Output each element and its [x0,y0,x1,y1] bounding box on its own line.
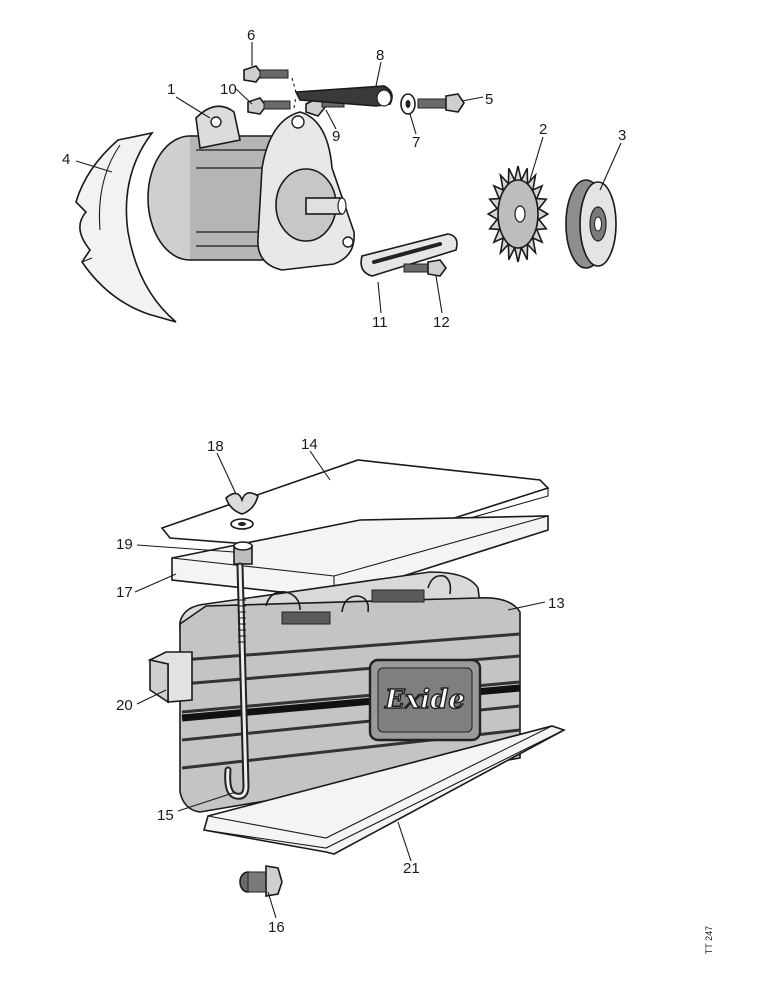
bolt-6 [243,65,289,83]
cooling-fan [486,165,550,263]
callout-10: 10 [220,81,237,98]
callout-2: 2 [539,121,547,138]
callout-12: 12 [433,314,450,331]
callout-1: 1 [167,81,175,98]
callout-3: 3 [618,127,626,144]
drain-plug [239,865,283,897]
callout-15: 15 [157,807,174,824]
reference-code: TT 247 [704,926,714,954]
slotted-link [360,233,458,277]
callout-11: 11 [372,314,388,331]
bolt-12 [403,259,447,277]
callout-5: 5 [485,91,493,108]
j-bolt [224,562,250,800]
battery-assembly: Exide [147,459,567,897]
callout-18: 18 [207,438,224,455]
callout-19: 19 [116,536,133,553]
callout-21: 21 [403,860,420,877]
battery-clamp-frame [171,515,549,599]
wing-nut [225,492,259,530]
callout-9: 9 [332,128,340,145]
callout-14: 14 [301,436,318,453]
callout-8: 8 [376,47,384,64]
callout-7: 7 [412,134,420,151]
alternator-assembly [75,65,617,323]
callout-4: 4 [62,151,70,168]
callout-13: 13 [548,595,565,612]
alternator-body [147,105,355,271]
callout-20: 20 [116,697,133,714]
exide-brand-text: Exide [384,685,465,715]
bolt-10 [247,97,291,115]
bolt-5 [417,93,465,113]
callout-6: 6 [247,27,255,44]
callout-16: 16 [268,919,285,936]
callout-17: 17 [116,584,133,601]
callout-labels: 1 2 3 4 5 6 7 8 9 10 11 12 13 14 15 16 1… [62,27,626,936]
pulley [565,179,617,269]
spacer-sleeve [233,541,253,565]
leader-lines [75,42,622,919]
fan-shield [75,131,177,323]
